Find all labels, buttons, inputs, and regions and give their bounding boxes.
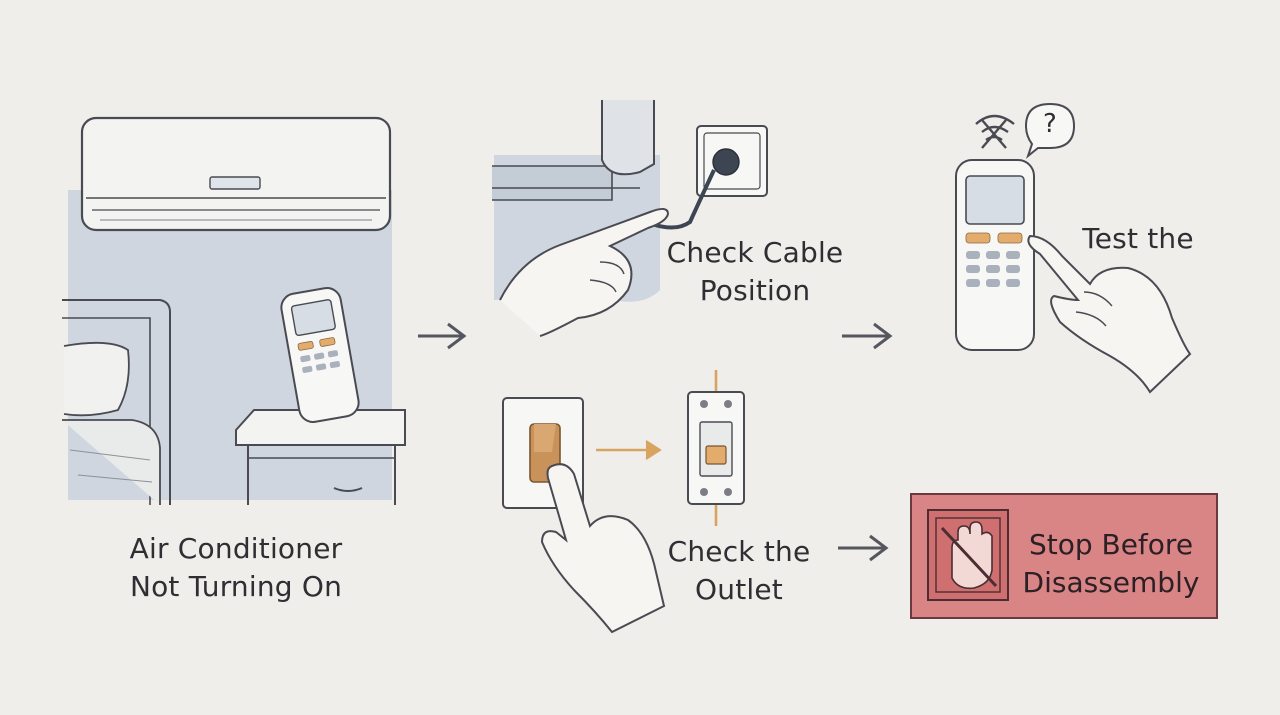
remote-control-large-icon — [955, 159, 1035, 351]
pressing-hand-icon — [1027, 234, 1192, 394]
outlet-label-line2: Outlet — [695, 573, 783, 606]
air-conditioner-icon — [80, 116, 392, 232]
stop-warning-box — [910, 493, 1218, 619]
circuit-breaker-icon — [687, 370, 745, 526]
power-plug-icon — [651, 125, 768, 230]
pointing-hand-icon — [499, 208, 670, 337]
help-question-mark: ? — [1043, 109, 1057, 139]
remote-control-icon — [280, 286, 360, 424]
bed-icon — [62, 299, 171, 505]
remote-label-line1: Test the — [1082, 222, 1194, 255]
nightstand-icon — [235, 409, 406, 505]
stop-label-line1: Stop Before — [1028, 528, 1194, 561]
cable-label: Check Cable Position — [655, 234, 855, 310]
outlet-label-line1: Check the — [667, 535, 811, 568]
stop-hand-icon — [927, 509, 1009, 601]
stop-label-line2: Disassembly — [1022, 566, 1200, 599]
problem-scene — [62, 116, 406, 505]
problem-label: Air Conditioner Not Turning On — [96, 530, 376, 606]
problem-label-line2: Not Turning On — [129, 570, 343, 603]
cable-label-line1: Check Cable — [666, 236, 844, 269]
no-signal-icon — [975, 114, 1015, 149]
remote-test-scene — [955, 102, 1192, 394]
problem-label-line1: Air Conditioner — [129, 532, 343, 565]
flow-arrows — [418, 322, 893, 562]
flipping-hand-icon — [540, 463, 666, 634]
cable-scene — [492, 100, 768, 337]
cable-label-line2: Position — [699, 274, 811, 307]
outlet-scene — [502, 370, 745, 634]
outlet-label: Check the Outlet — [652, 533, 826, 609]
remote-label: Test the — [1066, 220, 1210, 258]
help-bubble-icon — [1024, 102, 1076, 159]
stop-label: Stop Before Disassembly — [1014, 526, 1208, 602]
